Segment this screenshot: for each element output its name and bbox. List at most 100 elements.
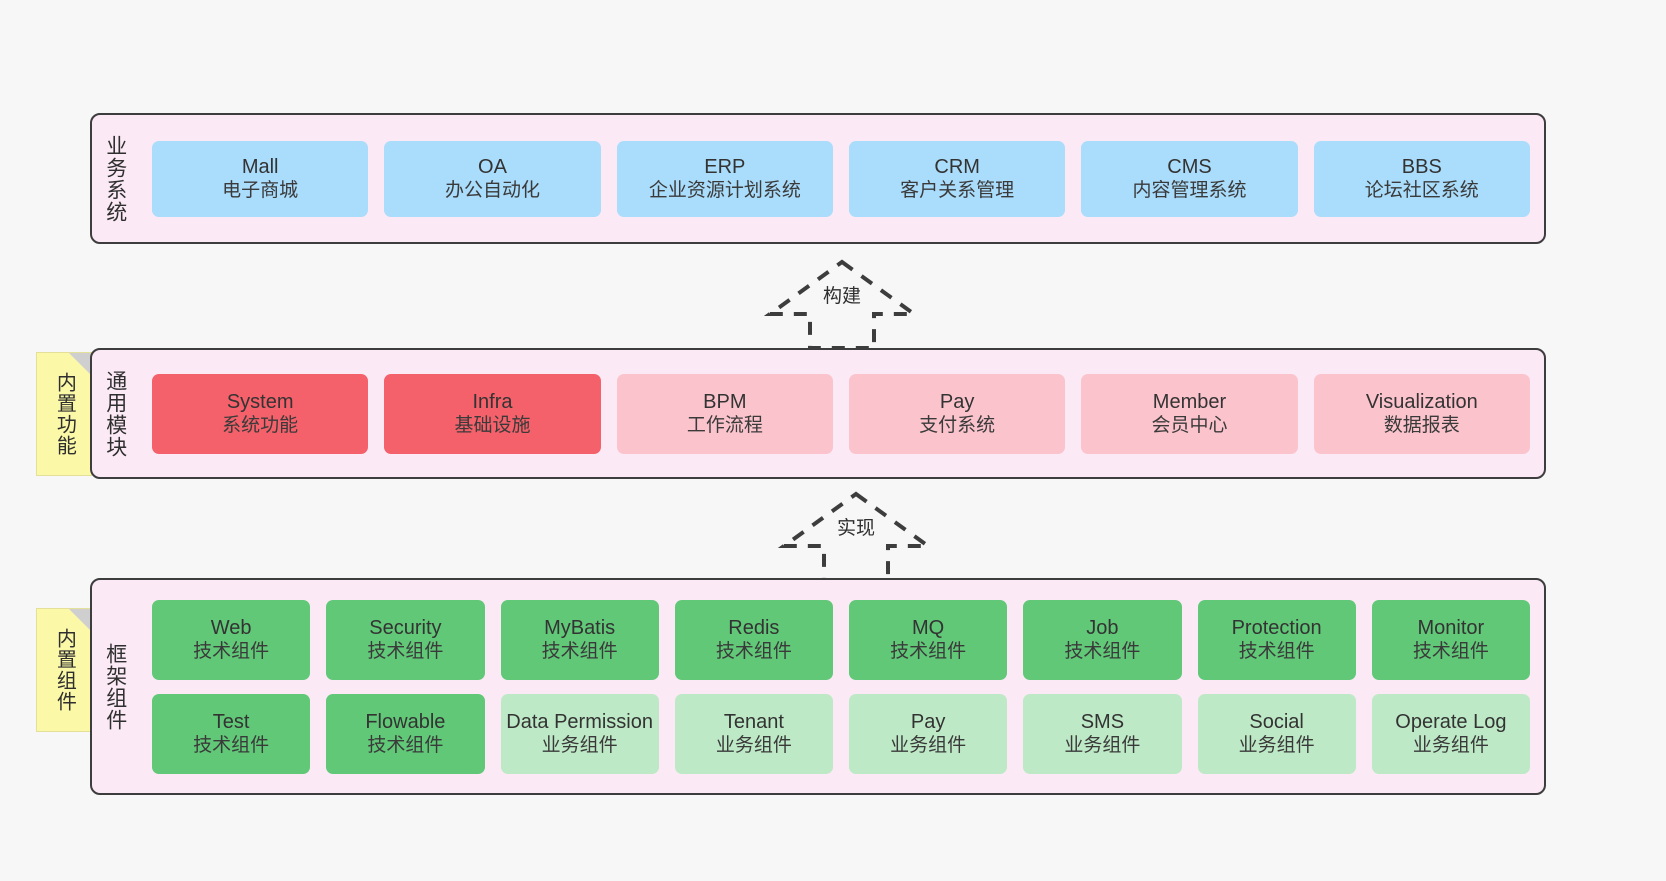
card-title: BPM [703,390,747,413]
card-subtitle: 业务组件 [1064,735,1141,757]
card-visualization[interactable]: Visualization 数据报表 [1313,373,1530,454]
card-subtitle: 会员中心 [1151,415,1228,437]
card-subtitle: 技术组件 [1412,641,1489,663]
card-security[interactable]: Security 技术组件 [326,599,485,680]
card-title: Test [212,710,250,733]
card-subtitle: 论坛社区系统 [1364,180,1479,202]
card-subtitle: 技术组件 [367,641,444,663]
card-title: CRM [934,155,980,178]
card-row: System 系统功能 Infra 基础设施 BPM 工作流程 Pay 支付系统… [152,373,1530,454]
sticky-note-builtin-components: 内置组件 [36,608,92,732]
card-subtitle: 企业资源计划系统 [648,180,801,202]
layer-title-business: 业务系统 [103,134,127,223]
card-operate-log[interactable]: Operate Log 业务组件 [1371,693,1530,774]
card-title: CMS [1167,155,1212,178]
card-title: BBS [1401,155,1442,178]
card-subtitle: 电子商城 [222,180,299,202]
layer-body-common: System 系统功能 Infra 基础设施 BPM 工作流程 Pay 支付系统… [138,350,1544,477]
card-cms[interactable]: CMS 内容管理系统 [1081,140,1298,217]
card-flowable[interactable]: Flowable 技术组件 [326,693,485,774]
card-subtitle: 技术组件 [1064,641,1141,663]
card-web[interactable]: Web 技术组件 [152,599,311,680]
card-sms[interactable]: SMS 业务组件 [1023,693,1182,774]
sticky-note-label: 内置功能 [53,372,76,456]
card-title: Pay [910,710,946,733]
layer-business-system: 业务系统 Mall 电子商城 OA 办公自动化 ERP 企业资源计划系统 CRM… [90,113,1546,244]
card-title: OA [478,155,507,178]
card-subtitle: 支付系统 [919,415,996,437]
card-mybatis[interactable]: MyBatis 技术组件 [500,599,659,680]
card-crm[interactable]: CRM 客户关系管理 [848,140,1066,217]
card-subtitle: 工作流程 [686,415,763,437]
layer-title-framework: 框架组件 [103,642,127,731]
card-title: Security [369,616,442,639]
card-system[interactable]: System 系统功能 [152,373,369,454]
card-title: SMS [1080,710,1125,733]
card-title: Monitor [1417,616,1485,639]
layer-body-framework: Web 技术组件 Security 技术组件 MyBatis 技术组件 Redi… [138,580,1544,793]
card-protection[interactable]: Protection 技术组件 [1197,599,1356,680]
card-pay-component[interactable]: Pay 业务组件 [849,693,1008,774]
card-title: Tenant [723,710,784,733]
card-redis[interactable]: Redis 技术组件 [674,599,833,680]
card-title: System [226,390,294,413]
card-monitor[interactable]: Monitor 技术组件 [1371,599,1530,680]
card-title: Flowable [365,710,446,733]
card-subtitle: 系统功能 [222,415,299,437]
card-subtitle: 客户关系管理 [900,180,1015,202]
card-subtitle: 技术组件 [541,641,618,663]
card-bpm[interactable]: BPM 工作流程 [616,373,833,454]
layer-framework-component: 框架组件 Web 技术组件 Security 技术组件 MyBatis 技术组件… [90,578,1546,795]
card-title: Visualization [1365,390,1478,413]
card-title: Mall [241,155,279,178]
card-erp[interactable]: ERP 企业资源计划系统 [616,140,833,217]
card-bbs[interactable]: BBS 论坛社区系统 [1313,140,1530,217]
layer-title-common: 通用模块 [103,369,127,458]
card-row: Mall 电子商城 OA 办公自动化 ERP 企业资源计划系统 CRM 客户关系… [152,140,1530,217]
card-subtitle: 业务组件 [890,735,967,757]
card-social[interactable]: Social 业务组件 [1197,693,1356,774]
sticky-note-builtin-features: 内置功能 [36,352,92,476]
card-subtitle: 办公自动化 [444,180,540,202]
card-subtitle: 技术组件 [193,735,270,757]
card-subtitle: 业务组件 [715,735,792,757]
card-title: MQ [912,616,945,639]
card-mq[interactable]: MQ 技术组件 [849,599,1008,680]
card-subtitle: 数据报表 [1383,415,1460,437]
card-title: Job [1086,616,1119,639]
card-subtitle: 内容管理系统 [1132,180,1247,202]
layer-body-business: Mall 电子商城 OA 办公自动化 ERP 企业资源计划系统 CRM 客户关系… [138,115,1544,242]
card-title: ERP [704,155,746,178]
sticky-note-label: 内置组件 [53,628,76,712]
card-subtitle: 业务组件 [1238,735,1315,757]
card-title: Data Permission [506,710,653,733]
card-infra[interactable]: Infra 基础设施 [384,373,601,454]
card-title: Member [1152,390,1227,413]
card-title: Pay [939,390,975,413]
arrow-implement-up-icon: 实现 [776,490,936,582]
card-subtitle: 基础设施 [454,415,531,437]
card-pay-module[interactable]: Pay 支付系统 [848,373,1066,454]
card-data-permission[interactable]: Data Permission 业务组件 [500,693,659,774]
layer-common-module: 通用模块 System 系统功能 Infra 基础设施 BPM 工作流程 Pay… [90,348,1546,479]
card-mall[interactable]: Mall 电子商城 [152,140,369,217]
card-title: Redis [728,616,780,639]
card-subtitle: 技术组件 [367,735,444,757]
card-title: Social [1249,710,1304,733]
card-subtitle: 技术组件 [193,641,270,663]
card-test[interactable]: Test 技术组件 [152,693,311,774]
card-member[interactable]: Member 会员中心 [1081,373,1298,454]
card-title: Infra [472,390,513,413]
card-tenant[interactable]: Tenant 业务组件 [674,693,833,774]
card-subtitle: 业务组件 [1412,735,1489,757]
card-subtitle: 技术组件 [890,641,967,663]
card-subtitle: 技术组件 [1238,641,1315,663]
card-title: Web [210,616,252,639]
card-row: Test 技术组件 Flowable 技术组件 Data Permission … [152,693,1530,774]
card-oa[interactable]: OA 办公自动化 [384,140,601,217]
card-subtitle: 技术组件 [715,641,792,663]
arrow-build-up-icon: 构建 [762,258,922,350]
card-job[interactable]: Job 技术组件 [1023,599,1182,680]
card-title: MyBatis [544,616,616,639]
card-title: Operate Log [1395,710,1507,733]
